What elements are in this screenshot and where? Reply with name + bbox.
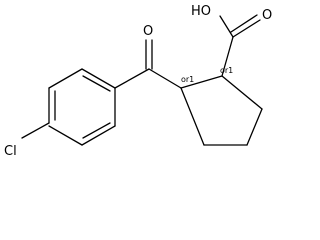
- carbonyl-ring-bond: [148, 68, 182, 89]
- ring-bond: [246, 108, 263, 146]
- carboxylic-acid-group: [219, 14, 261, 77]
- ring-bond: [82, 75, 111, 92]
- hydroxyl-label: HO: [191, 4, 211, 19]
- ketone-oxygen-label: O: [143, 24, 153, 39]
- aryl-carbonyl-bond: [114, 68, 150, 89]
- acid-double-bond: [230, 14, 258, 33]
- hydroxyl-bond: [219, 15, 234, 38]
- acid-oxygen-label: O: [262, 8, 272, 23]
- acid-double-bond: [232, 19, 261, 38]
- ring-bond: [81, 125, 116, 146]
- chlorine-label: Cl: [4, 144, 17, 159]
- ring-bond: [82, 122, 111, 139]
- stereo-label-c1: or1: [181, 75, 194, 84]
- ring-bond: [81, 68, 116, 89]
- cyclopentane-ring: [180, 75, 263, 146]
- chemical-structure: or1 or1 Cl O HO O: [4, 4, 272, 159]
- stereo-label-c2: or1: [220, 66, 233, 75]
- ketone-group: [114, 39, 182, 89]
- chlorophenyl-ring: [21, 68, 116, 146]
- ring-bond: [221, 75, 263, 110]
- ring-bond: [180, 87, 205, 146]
- ring-bond: [21, 122, 50, 139]
- ring-bond: [48, 125, 83, 146]
- ring-bond: [48, 68, 83, 89]
- ring-bond: [180, 75, 223, 89]
- ring-carboxyl-bond: [221, 36, 234, 77]
